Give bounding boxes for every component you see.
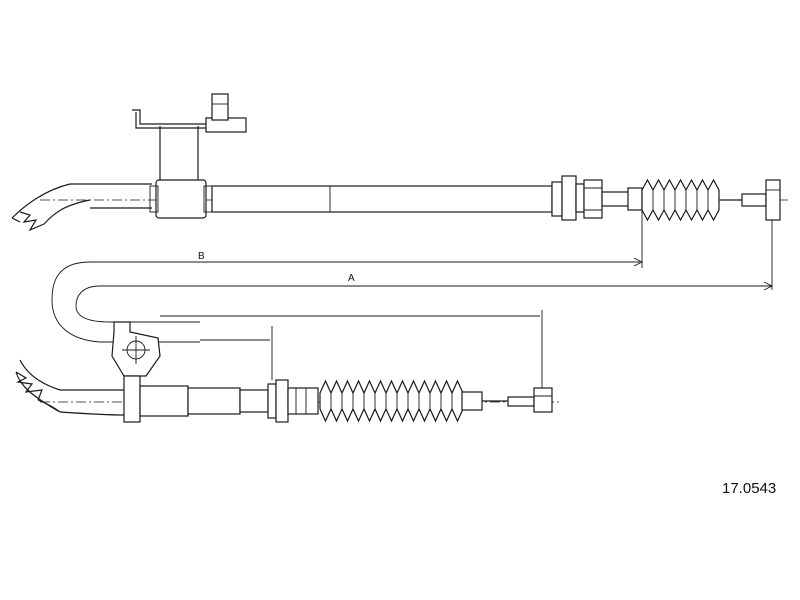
upper-conduit <box>211 185 553 213</box>
dimension-label-b: B <box>198 251 205 262</box>
dimension-label-a: A <box>348 273 355 284</box>
lower-mounting-bracket <box>111 321 161 423</box>
lower-conduit <box>187 387 241 415</box>
part-number: 17.0543 <box>722 480 777 497</box>
upper-adjuster <box>551 175 643 221</box>
upper-end-fitting <box>720 179 781 221</box>
upper-cable-broken-end <box>11 183 91 232</box>
lower-adjuster <box>267 379 319 423</box>
upper-mounting-bracket <box>132 93 247 180</box>
lower-boot <box>319 379 464 423</box>
lower-cable-assembly <box>15 321 560 423</box>
lower-sheath-section <box>139 385 189 417</box>
lower-cable-broken-end <box>15 359 61 413</box>
upper-grommet <box>155 179 207 219</box>
lower-end-fitting <box>482 387 553 413</box>
upper-cable-assembly <box>11 93 790 232</box>
upper-boot <box>641 178 720 222</box>
dimension-lines: B A <box>51 206 774 392</box>
routing-loop <box>51 261 640 343</box>
lower-cable-sheath <box>59 389 125 416</box>
upper-cable-sheath <box>70 183 152 209</box>
